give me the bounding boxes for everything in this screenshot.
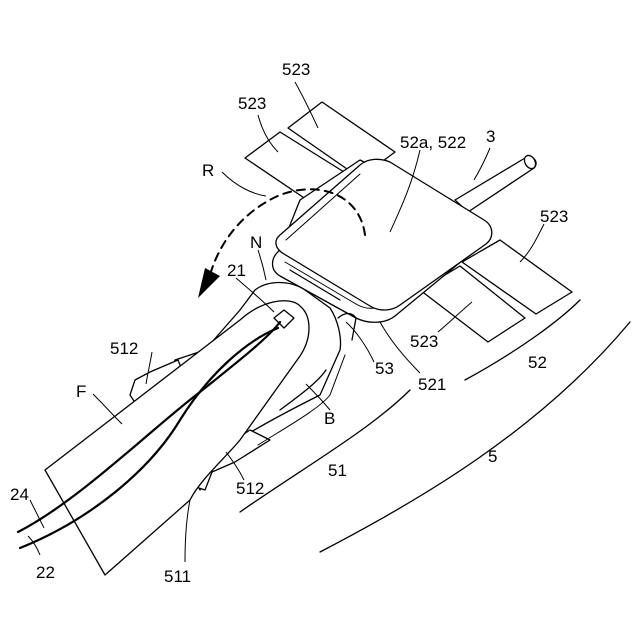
label-22: 22 — [36, 563, 55, 582]
label-B: B — [324, 409, 335, 428]
label-F: F — [76, 382, 86, 401]
label-523-right: 523 — [540, 207, 568, 226]
label-R: R — [202, 161, 214, 180]
label-521: 521 — [418, 375, 446, 394]
label-24: 24 — [10, 485, 29, 504]
label-N: N — [250, 233, 262, 252]
label-51: 51 — [328, 461, 347, 480]
label-511: 511 — [164, 567, 191, 586]
label-52a-522: 52a, 522 — [400, 133, 466, 152]
label-523-front: 523 — [410, 332, 438, 351]
label-523-top: 523 — [282, 60, 310, 79]
label-512-front: 512 — [236, 479, 264, 498]
label-3: 3 — [486, 127, 495, 146]
label-52: 52 — [528, 353, 547, 372]
label-523-left: 523 — [238, 94, 266, 113]
label-53: 53 — [375, 359, 394, 378]
rod-3 — [455, 153, 538, 212]
label-5: 5 — [488, 447, 497, 466]
label-21: 21 — [227, 261, 246, 280]
label-512-back: 512 — [110, 339, 138, 358]
